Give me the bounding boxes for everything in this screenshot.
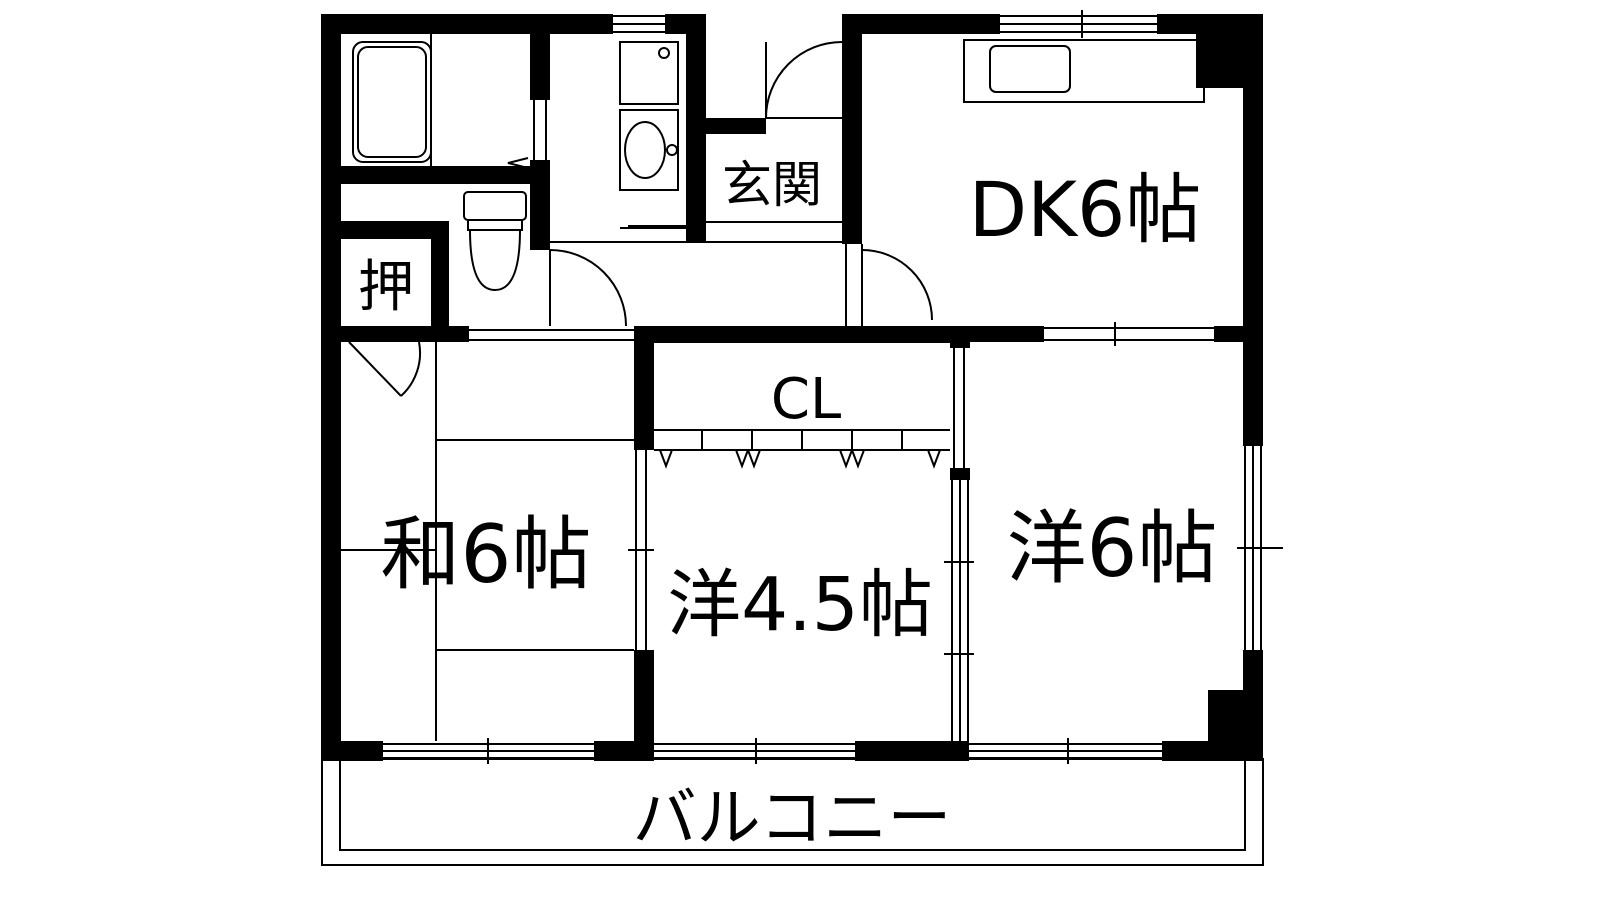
fixtures [341, 34, 1205, 741]
interior-walls [321, 14, 1263, 761]
yoshitsu-large-label: 洋6帖 [1007, 502, 1218, 595]
room-labels: DK6帖 玄関 押 和6帖 CL 洋4.5帖 洋6帖 バルコニー [358, 156, 1217, 856]
oshiire-label: 押 [358, 255, 414, 320]
entrance-label: 玄関 [722, 156, 822, 214]
dk-label: DK6帖 [969, 165, 1202, 254]
washitsu-label: 和6帖 [381, 508, 592, 601]
door-swings [348, 41, 941, 469]
balcony-label: バルコニー [633, 782, 952, 856]
windows [341, 10, 1283, 764]
closet-label: CL [771, 367, 841, 432]
yoshitsu-small-label: 洋4.5帖 [667, 562, 933, 648]
